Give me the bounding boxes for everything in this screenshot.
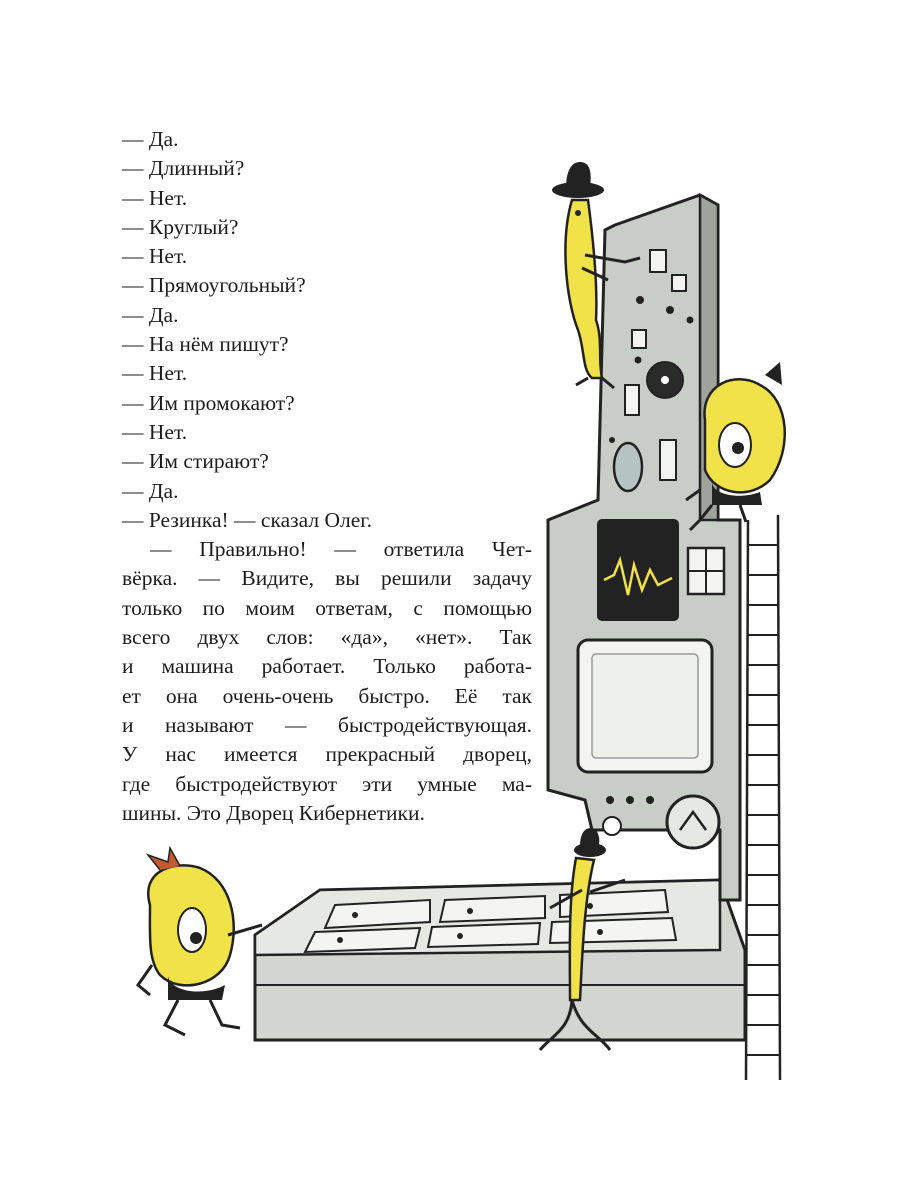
dialogue-line: — Круглый? bbox=[122, 214, 239, 239]
ladder bbox=[744, 514, 782, 1081]
dialogue-line: — Нет. bbox=[122, 244, 188, 269]
narration-paragraph: — Правильно! — ответила Чет- вёрка. — Ви… bbox=[122, 535, 532, 828]
dialogue-line: — Нет. bbox=[122, 185, 188, 210]
story-text: — Да. — Длинный? — Нет. — Круглый? — Нет… bbox=[122, 125, 532, 828]
paragraph-line: и машина работает. Только работа- bbox=[122, 654, 532, 679]
paragraph-line: У нас имеется прекрасный дворец, bbox=[122, 742, 532, 767]
computer-tower bbox=[546, 192, 742, 902]
console-base bbox=[253, 878, 747, 1042]
paragraph-line: где быстродействуют эти умные ма- bbox=[122, 771, 532, 796]
hatted-character-bottom bbox=[538, 816, 626, 1051]
dialogue-line: — Нет. bbox=[122, 361, 188, 386]
paragraph-line: — Правильно! — ответила Чет- bbox=[150, 537, 532, 562]
paragraph-line: вёрка. — Видите, вы решили задачу bbox=[122, 566, 532, 591]
hatted-character-top bbox=[552, 162, 641, 390]
dialogue-line: — Резинка! — сказал Олег. bbox=[122, 507, 373, 532]
dialogue-line: — Да. bbox=[122, 127, 179, 151]
dialogue-line: — Нет. bbox=[122, 419, 188, 444]
paragraph-line: всего двух слов: «да», «нет». Так bbox=[122, 625, 532, 650]
round-character-left bbox=[135, 845, 263, 1037]
paragraph-line: шины. Это Дворец Кибернетики. bbox=[122, 800, 425, 825]
dialogue-line: — Им стирают? bbox=[122, 449, 269, 474]
dialogue-line: — Прямоугольный? bbox=[122, 273, 306, 298]
dialogue-line: — Да. bbox=[122, 302, 179, 327]
round-character-right bbox=[685, 362, 786, 532]
dialogue-line: — Им промокают? bbox=[122, 390, 295, 415]
paragraph-line: ет она очень-очень быстро. Её так bbox=[122, 683, 532, 708]
paragraph-line: и называют — быстродействующая. bbox=[122, 712, 532, 737]
paragraph-line: только по моим ответам, с помощью bbox=[122, 595, 532, 620]
dialogue-line: — Длинный? bbox=[122, 156, 245, 181]
dialogue-line: — Да. bbox=[122, 478, 179, 503]
dialogue-line: — На нём пишут? bbox=[122, 332, 289, 357]
